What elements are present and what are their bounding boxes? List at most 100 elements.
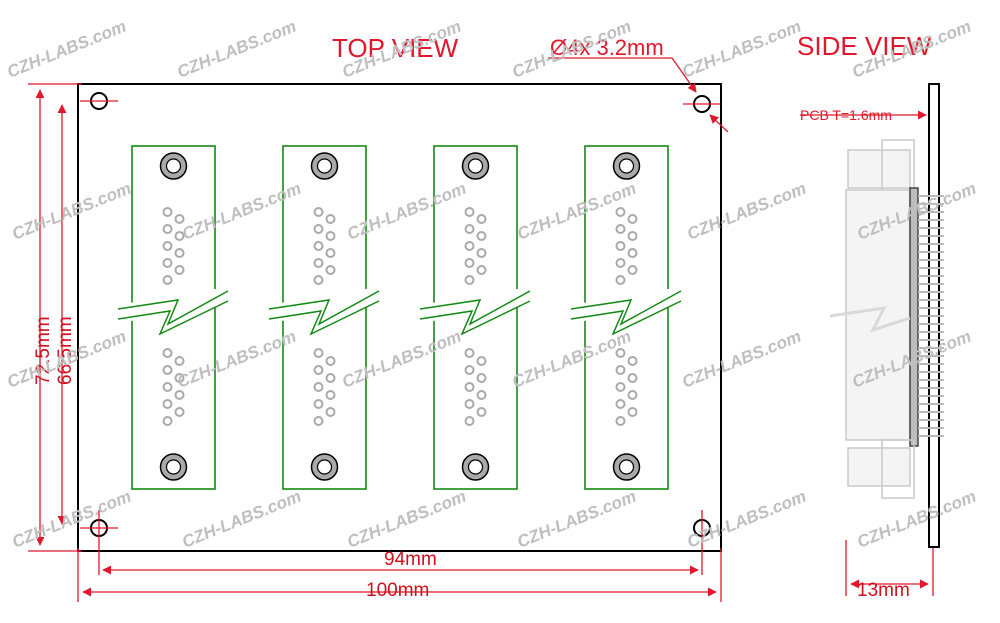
connector-pin — [615, 275, 626, 285]
connector-pin — [615, 348, 626, 358]
connector-pin — [162, 224, 173, 234]
connector-mount-hole-center — [467, 158, 484, 174]
connector-pin — [313, 365, 324, 375]
connector-pin — [615, 224, 626, 234]
connector-pin — [325, 356, 336, 366]
connector-pin — [627, 214, 638, 224]
connector-pin — [162, 241, 173, 251]
watermark-text: CZH-LABS.com — [4, 17, 128, 82]
connector-pin — [464, 382, 475, 392]
connector-pin — [313, 399, 324, 409]
side-view-title: SIDE VIEW — [797, 31, 932, 61]
connector-pin — [464, 224, 475, 234]
connector-pin — [627, 356, 638, 366]
connector-pin — [464, 399, 475, 409]
connector-pin — [476, 373, 487, 383]
connector-pin — [162, 348, 173, 358]
connector-pin — [627, 390, 638, 400]
top-view-title: TOP VIEW — [332, 33, 459, 63]
watermark-text: CZH-LABS.com — [9, 487, 133, 552]
connector-pin — [464, 207, 475, 217]
top-view: TOP VIEW Ø4x 3.2mm 72.5mm 66.5mm 94mm 10… — [28, 33, 729, 602]
connector-mount-hole-center — [316, 158, 333, 174]
break-mark — [569, 287, 683, 336]
hole-center-lines — [80, 100, 720, 575]
connector-pin — [313, 275, 324, 285]
hole-note-leader — [548, 57, 729, 133]
connector-pin — [313, 207, 324, 217]
connector-pin — [476, 265, 487, 275]
dim-width-inner: 94mm — [384, 549, 437, 570]
connector-mount-hole-center — [618, 459, 635, 475]
connector-pin — [313, 258, 324, 268]
watermark-text: CZH-LABS.com — [174, 17, 298, 82]
watermark-text: CZH-LABS.com — [9, 179, 133, 244]
break-mark — [418, 287, 532, 336]
connector-mount-hole-center — [165, 459, 182, 475]
watermark-text: CZH-LABS.com — [679, 17, 803, 82]
watermark-text: CZH-LABS.com — [514, 487, 638, 552]
connector-pin — [476, 248, 487, 258]
connector-pin — [313, 348, 324, 358]
connector-pin — [174, 407, 185, 417]
side-pins — [918, 195, 944, 437]
connector-pin — [174, 248, 185, 258]
connector-pin — [325, 265, 336, 275]
break-mark — [267, 287, 381, 336]
width-dimension-lines — [77, 548, 722, 602]
connector-pin — [325, 214, 336, 224]
connector-pin — [615, 241, 626, 251]
connector-pin — [325, 373, 336, 383]
connector-pin — [313, 224, 324, 234]
connector-pin — [464, 275, 475, 285]
db-connector — [267, 145, 381, 490]
watermark-text: CZH-LABS.com — [854, 487, 978, 552]
connector-pin — [162, 382, 173, 392]
watermark-text: CZH-LABS.com — [344, 487, 468, 552]
connector-pin — [162, 258, 173, 268]
connector-pin — [615, 365, 626, 375]
connector-pin — [325, 248, 336, 258]
connector-pin — [615, 399, 626, 409]
connector-pin — [627, 373, 638, 383]
connector-pin — [464, 258, 475, 268]
connector-pin — [174, 373, 185, 383]
connector-pin — [464, 365, 475, 375]
connector-pin — [162, 365, 173, 375]
watermark-text: CZH-LABS.com — [684, 179, 808, 244]
connector-pin — [615, 207, 626, 217]
connector-pin — [476, 356, 487, 366]
watermark-text: CZH-LABS.com — [679, 327, 803, 392]
connector-mount-hole-center — [618, 158, 635, 174]
depth-dimension-lines — [845, 540, 934, 596]
db-connector — [418, 145, 532, 490]
side-connector-body — [845, 139, 919, 499]
side-break-mark — [829, 306, 911, 333]
connector-pin — [627, 248, 638, 258]
connector-mount-hole-center — [316, 459, 333, 475]
connector-pin — [174, 265, 185, 275]
connector-pin — [313, 241, 324, 251]
break-mark — [116, 287, 230, 336]
dim-depth: 13mm — [857, 580, 910, 601]
connector-mount-hole-center — [165, 158, 182, 174]
connector-pin — [162, 275, 173, 285]
side-view: SIDE VIEW PCB T=1.6mm 13mm — [797, 31, 944, 601]
connector-pin — [476, 231, 487, 241]
dim-height-inner: 66.5mm — [55, 316, 76, 385]
db-connector — [116, 145, 230, 490]
connector-pin — [476, 214, 487, 224]
connector-pin — [627, 265, 638, 275]
connector-pin — [313, 416, 324, 426]
connector-pin — [174, 356, 185, 366]
connector-mount-hole-center — [467, 459, 484, 475]
db-connectors — [116, 145, 683, 490]
connector-pin — [615, 382, 626, 392]
watermark-text: CZH-LABS.com — [179, 487, 303, 552]
connector-pin — [325, 390, 336, 400]
connector-pin — [162, 207, 173, 217]
connector-outline — [584, 145, 669, 490]
connector-pin — [464, 416, 475, 426]
connector-pin — [615, 416, 626, 426]
